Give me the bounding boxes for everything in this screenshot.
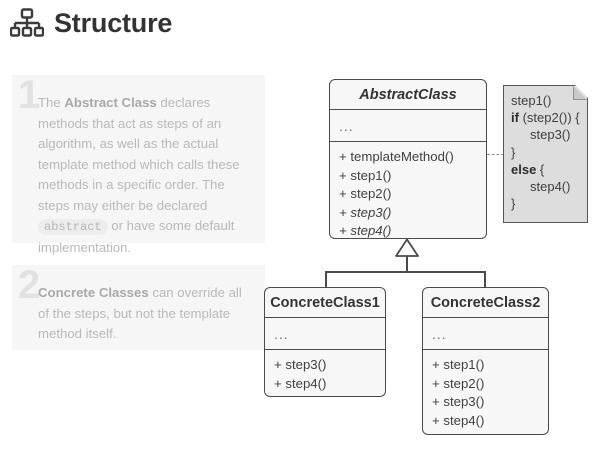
uml-class-concreteclass1[interactable]: ConcreteClass1 ... + step3() + step4() [264,287,386,397]
uml-operation: + step1() [432,357,485,372]
note-code-line: } [511,196,516,212]
generalization-branch-left [325,271,327,288]
uml-operation: + step1() [339,167,392,183]
generalization-stem [406,256,408,272]
explanation-number-1: 1 [18,73,41,117]
note-link-dashed [487,154,504,155]
inline-code-chip: abstract [38,219,108,235]
uml-operation: + step2() [339,186,392,201]
uml-operation: + step3() [432,394,485,409]
explanation-text-2: Concrete Classes can override all of the… [38,285,242,341]
uml-operation: + templateMethod() [339,149,454,164]
uml-class-attributes: ... [423,318,548,350]
note-code-lines: step1()if (step2()) {step3()}else {step4… [504,86,587,212]
uml-operation: + step2() [432,375,485,391]
pseudocode-note: step1()if (step2()) {step3()}else {step4… [503,85,588,223]
page-title: Structure [54,7,173,38]
generalization-branch-right [484,271,486,288]
note-code-line: else { [511,161,545,177]
explanation-number-2: 2 [18,263,41,307]
uml-class-operations: + step3() + step4() [265,350,385,396]
uml-class-concreteclass2[interactable]: ConcreteClass2 ... + step1()+ step2()+ s… [422,287,549,435]
page-header: Structure [10,8,172,38]
uml-operation: + step4() [274,375,327,391]
uml-class-abstractclass[interactable]: AbstractClass ... + templateMethod() + st… [329,79,487,239]
note-code-line: if (step2()) { [511,110,580,126]
uml-class-title: ConcreteClass1 [265,288,385,318]
generalization-bus [325,271,486,273]
uml-class-title: AbstractClass [330,80,486,110]
explanation-panel-1: 1 The Abstract Class declares methods th… [12,73,265,255]
uml-operation: + step3() [339,204,392,220]
explanation-panel-2: 2 Concrete Classes can override all of t… [12,265,265,350]
uml-operation: + step4() [432,412,485,428]
note-code-line: step3() [530,127,571,143]
uml-class-attributes: ... [265,318,385,350]
uml-class-operations: + step1() + step2() + step3() + step4() [423,350,548,434]
generalization-arrow-icon [395,238,419,257]
uml-class-attributes: ... [330,110,486,142]
uml-operation: + step4() [339,223,392,238]
explanation-text-1: The Abstract Class declares methods that… [38,95,240,255]
uml-class-title: ConcreteClass2 [423,288,548,318]
uml-operation: + step3() [274,357,327,372]
note-code-line: } [511,144,516,160]
hierarchy-icon [10,8,44,38]
note-code-line: step4() [530,179,571,195]
uml-class-operations: + templateMethod() + step1() + step2() + st… [330,142,486,238]
note-code-line: step1() [511,93,552,108]
